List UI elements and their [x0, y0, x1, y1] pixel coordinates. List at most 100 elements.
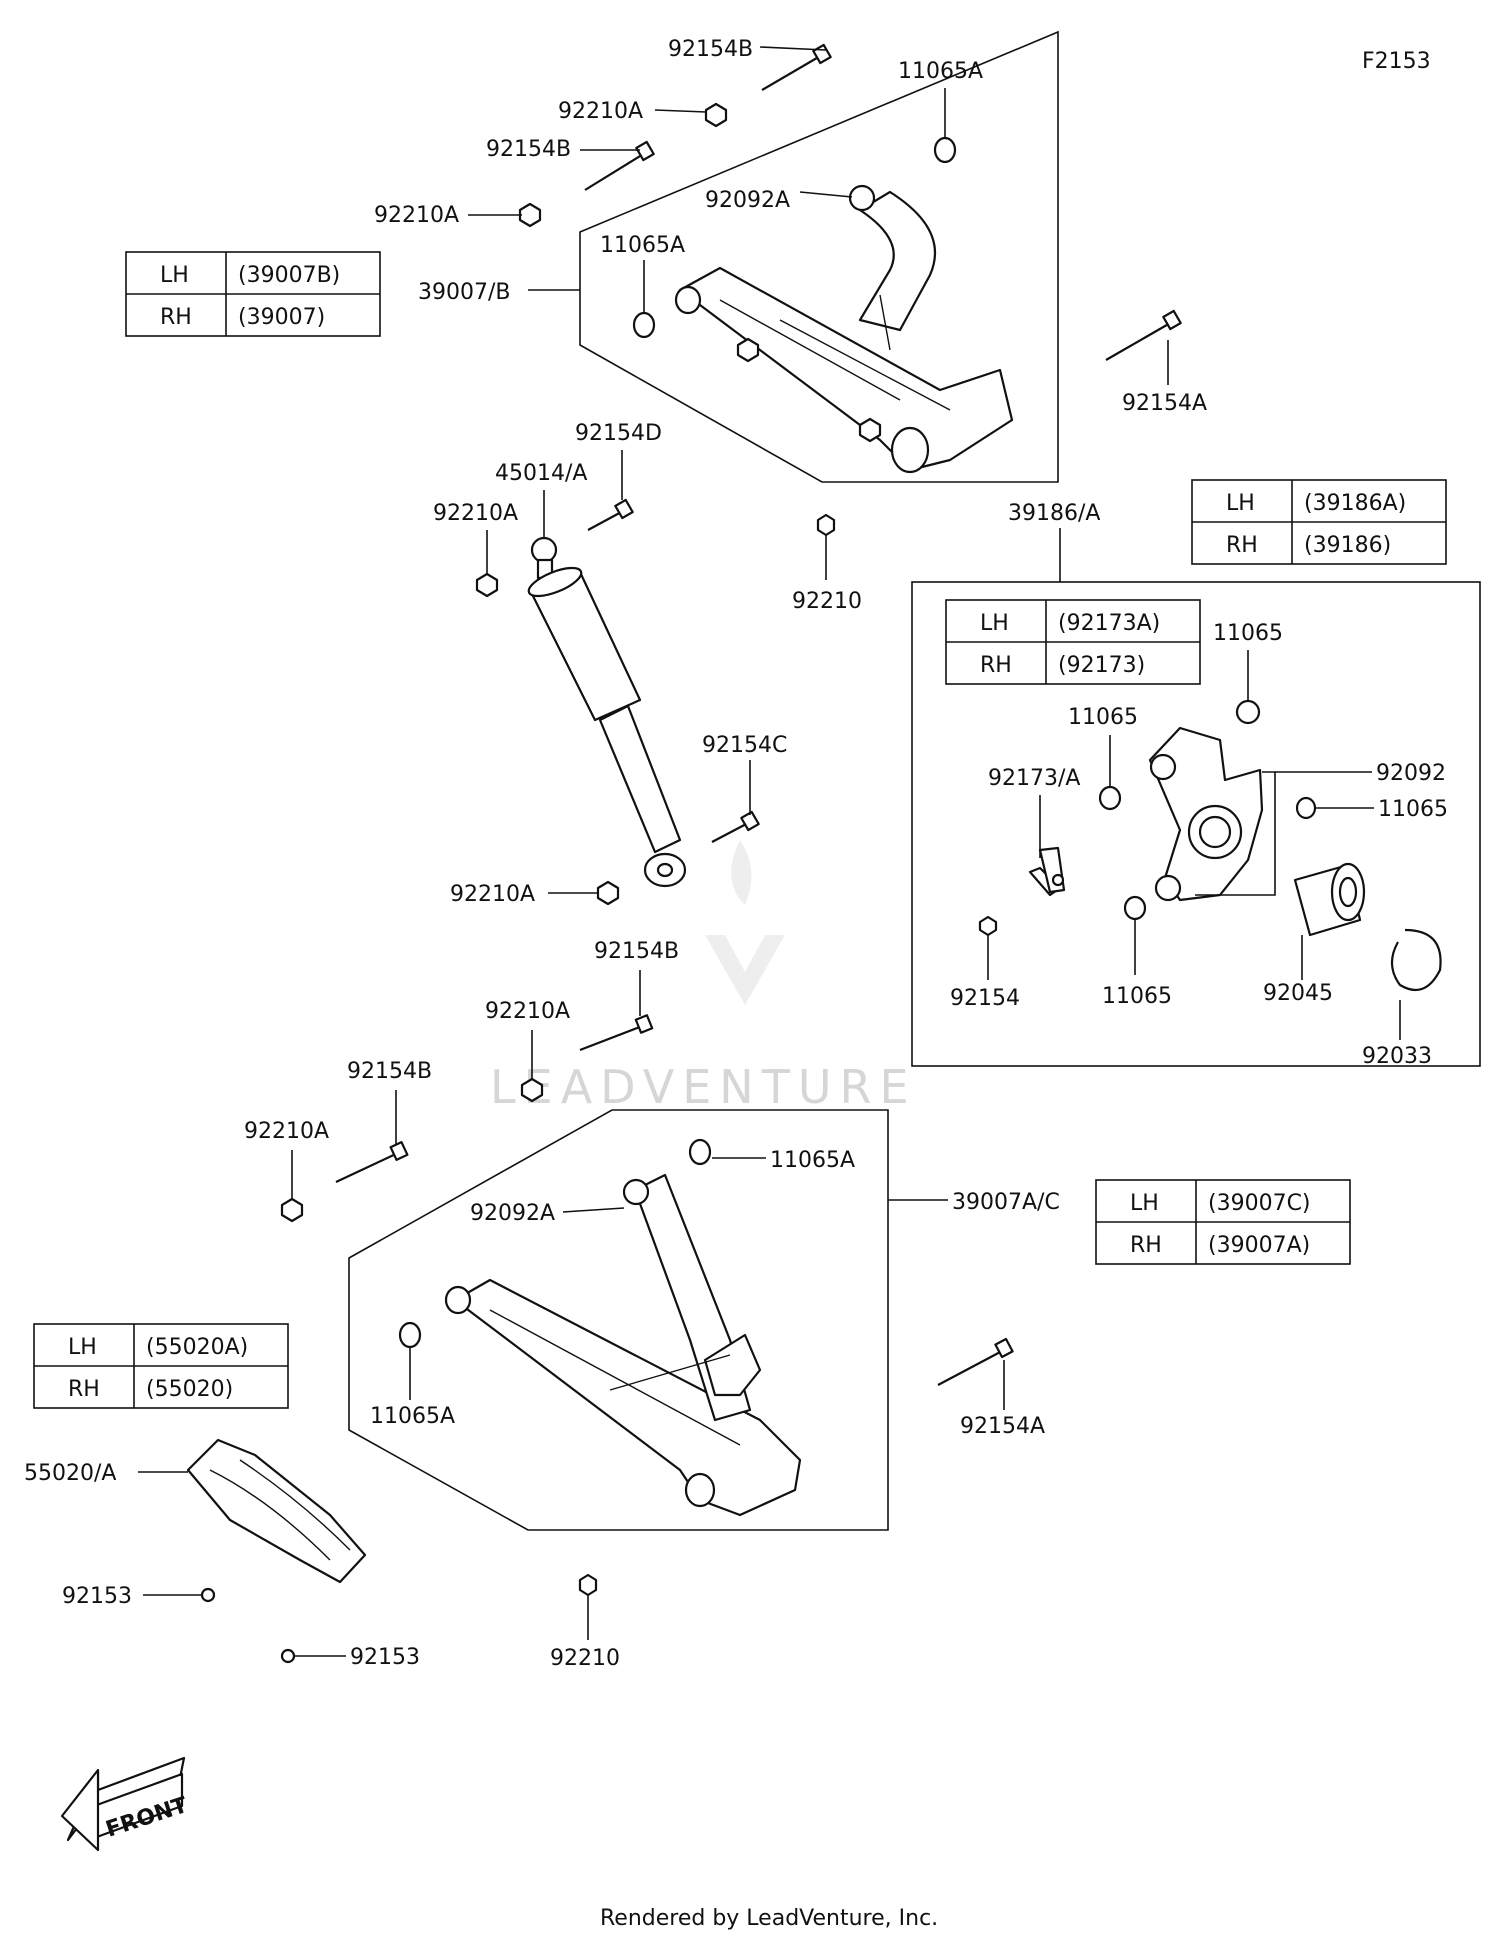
table-lower-rh-value: (39007A) [1208, 1233, 1310, 1258]
callout-92210-1[interactable]: 92210 [792, 589, 862, 614]
bearing-92045[interactable] [1293, 862, 1366, 937]
washer-11065a-1[interactable] [933, 136, 957, 164]
table-knuckle: LH (39186A) RH (39186) [1191, 479, 1447, 565]
bolt-92154b-3[interactable] [579, 1014, 654, 1052]
callout-11065-4[interactable]: 11065 [1102, 984, 1172, 1009]
callout-92210a-4[interactable]: 92210A [450, 882, 535, 907]
shock-absorber[interactable] [525, 536, 687, 888]
table-bracket-rh-label: RH [980, 653, 1012, 678]
callout-92154a-2[interactable]: 92154A [960, 1414, 1045, 1439]
bracket-92173a[interactable] [1028, 846, 1066, 897]
bolt-92154b-top[interactable] [761, 43, 832, 91]
callout-92092a-2[interactable]: 92092A [470, 1201, 555, 1226]
screw-92153-2[interactable] [280, 1648, 296, 1664]
callout-11065-2[interactable]: 11065 [1068, 705, 1138, 730]
nut-92210-1[interactable] [816, 513, 836, 537]
table-lower-arm: LH (39007C) RH (39007A) [1095, 1179, 1351, 1265]
bolt-92154-small[interactable] [978, 915, 998, 937]
callout-92210-2[interactable]: 92210 [550, 1646, 620, 1671]
arm-guard-55020a[interactable] [186, 1438, 367, 1584]
table-guard-lh-label: LH [68, 1335, 97, 1360]
table-upper-rh-label: RH [160, 305, 192, 330]
table-bracket: LH (92173A) RH (92173) [945, 599, 1201, 685]
callout-92153-1[interactable]: 92153 [62, 1584, 132, 1609]
knuckle-group-outline [911, 581, 1481, 1067]
table-bracket-lh-value: (92173A) [1058, 611, 1160, 636]
callout-92154b-1[interactable]: 92154B [668, 37, 753, 62]
callout-92210a-6[interactable]: 92210A [244, 1119, 329, 1144]
table-knuckle-rh-label: RH [1226, 533, 1258, 558]
nut-92210a-2[interactable] [518, 202, 542, 228]
callout-92154b-3[interactable]: 92154B [594, 939, 679, 964]
bolt-92154c[interactable] [711, 810, 760, 843]
callout-92210a-2[interactable]: 92210A [374, 203, 459, 228]
table-upper-rh-value: (39007) [238, 305, 325, 330]
bolt-92154b-2[interactable] [584, 140, 655, 191]
callout-92154a-1[interactable]: 92154A [1122, 391, 1207, 416]
callout-92154b-2[interactable]: 92154B [486, 137, 571, 162]
seal-11065-4[interactable] [1123, 895, 1147, 921]
callout-11065a-2[interactable]: 11065A [600, 233, 685, 258]
callout-92210a-1[interactable]: 92210A [558, 99, 643, 124]
callout-11065-3[interactable]: 11065 [1378, 797, 1448, 822]
washer-11065a-3[interactable] [688, 1138, 712, 1166]
steering-knuckle[interactable] [1148, 726, 1264, 902]
washer-11065a-4[interactable] [398, 1321, 422, 1349]
callout-92154d[interactable]: 92154D [575, 421, 662, 446]
upper-arm-group-outline [579, 30, 1059, 483]
callout-92153-2[interactable]: 92153 [350, 1645, 420, 1670]
screw-92153-1[interactable] [200, 1587, 216, 1603]
callout-92154[interactable]: 92154 [950, 986, 1020, 1011]
nut-92210a-1[interactable] [704, 102, 728, 128]
lower-a-arm[interactable] [444, 1173, 802, 1517]
callout-39186a[interactable]: 39186/A [1008, 501, 1100, 526]
bolt-92154b-4[interactable] [335, 1141, 409, 1183]
table-lower-lh-label: LH [1130, 1191, 1159, 1216]
callout-45014a[interactable]: 45014/A [495, 461, 587, 486]
table-bracket-lh-label: LH [980, 611, 1009, 636]
callout-11065a-3[interactable]: 11065A [770, 1148, 855, 1173]
callout-92210a-3[interactable]: 92210A [433, 501, 518, 526]
nut-92210a-6[interactable] [280, 1197, 304, 1223]
table-guard-rh-label: RH [68, 1377, 100, 1402]
lower-arm-group-outline [348, 1109, 889, 1531]
callout-11065-1[interactable]: 11065 [1213, 621, 1283, 646]
bolt-92154a-1[interactable] [1105, 309, 1182, 361]
callout-55020a[interactable]: 55020/A [24, 1461, 116, 1486]
callout-92210a-5[interactable]: 92210A [485, 999, 570, 1024]
callout-92092[interactable]: 92092 [1376, 761, 1446, 786]
table-knuckle-rh-value: (39186) [1304, 533, 1391, 558]
table-knuckle-lh-value: (39186A) [1304, 491, 1406, 516]
table-guard-lh-value: (55020A) [146, 1335, 248, 1360]
callout-92045[interactable]: 92045 [1263, 981, 1333, 1006]
seal-11065-1[interactable] [1235, 699, 1261, 725]
table-upper-arm: LH (39007B) RH (39007) [125, 251, 381, 337]
nut-92210a-4[interactable] [596, 880, 620, 906]
table-upper-lh-value: (39007B) [238, 263, 340, 288]
washer-11065a-2[interactable] [632, 311, 656, 339]
upper-a-arm[interactable] [674, 184, 1014, 474]
callout-39007b[interactable]: 39007/B [418, 280, 511, 305]
callout-92173a[interactable]: 92173/A [988, 766, 1080, 791]
callout-92154b-4[interactable]: 92154B [347, 1059, 432, 1084]
seal-11065-2[interactable] [1098, 785, 1122, 811]
callout-11065a-1[interactable]: 11065A [898, 59, 983, 84]
seal-11065-3[interactable] [1295, 796, 1317, 820]
nut-92210a-5[interactable] [520, 1077, 544, 1103]
table-lower-rh-label: RH [1130, 1233, 1162, 1258]
watermark-logo [705, 840, 785, 1005]
bolt-92154d[interactable] [587, 498, 634, 531]
callout-11065a-4[interactable]: 11065A [370, 1404, 455, 1429]
nut-92210a-3[interactable] [475, 572, 499, 598]
nut-92210-2[interactable] [578, 1573, 598, 1597]
bolt-92154a-2[interactable] [937, 1337, 1014, 1386]
callout-92092a-1[interactable]: 92092A [705, 188, 790, 213]
callout-92033[interactable]: 92033 [1362, 1044, 1432, 1069]
callout-39007ac[interactable]: 39007A/C [952, 1190, 1060, 1215]
table-guard: LH (55020A) RH (55020) [33, 1323, 289, 1409]
callout-92154c[interactable]: 92154C [702, 733, 787, 758]
front-arrow-icon [60, 1756, 186, 1852]
circlip-92033[interactable] [1390, 928, 1442, 992]
